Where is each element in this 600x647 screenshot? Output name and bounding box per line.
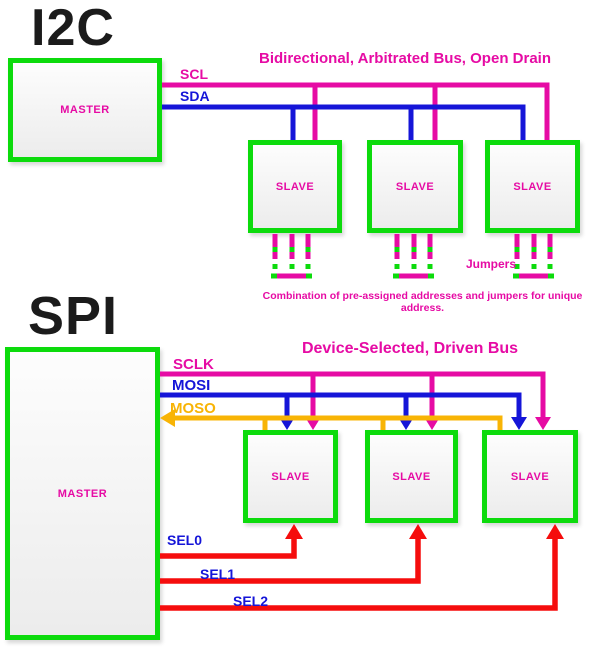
spi-master-box: MASTER: [5, 347, 160, 640]
mosi-arrowhead-3: [511, 417, 527, 430]
spi-slave1-label: SLAVE: [271, 470, 310, 483]
i2c-master-label: MASTER: [60, 104, 110, 116]
spi-section-title: SPI: [28, 286, 119, 346]
sel2-arrowhead: [546, 524, 564, 539]
spi-slave2-label: SLAVE: [392, 470, 431, 483]
sda-line-label: SDA: [180, 88, 210, 104]
i2c-slave1-box: SLAVE: [248, 140, 342, 233]
jumpers-annotation: Jumpers: [466, 257, 517, 271]
i2c-slave1-label: SLAVE: [275, 180, 315, 193]
sclk-arrowhead-2: [424, 417, 440, 430]
spi-slave1-box: SLAVE: [243, 430, 338, 523]
sel0-line-label: SEL0: [167, 532, 203, 548]
i2c-slave2-label: SLAVE: [395, 180, 435, 193]
sel1-arrowhead: [409, 524, 427, 539]
i2c-address-caption: Combination of pre-assigned addresses an…: [262, 290, 583, 314]
i2c-slave3-box: SLAVE: [485, 140, 580, 233]
mosi-arrowhead-1: [279, 417, 295, 430]
i2c-scl-wire: [162, 82, 550, 140]
sel2-line-label: SEL2: [233, 593, 269, 609]
moso-line-label: MOSO: [170, 400, 216, 417]
i2c-master-box: MASTER: [8, 58, 162, 162]
spi-sclk-wire: [160, 371, 551, 430]
sel1-line-label: SEL1: [200, 566, 236, 582]
mosi-arrowhead-2: [398, 417, 414, 430]
scl-line-label: SCL: [180, 66, 208, 82]
spi-slave2-box: SLAVE: [365, 430, 458, 523]
spi-slave3-box: SLAVE: [482, 430, 578, 523]
sclk-arrowhead-1: [305, 417, 321, 430]
spi-slave3-label: SLAVE: [510, 470, 550, 483]
i2c-section-title: I2C: [31, 0, 115, 57]
sel0-arrowhead: [285, 524, 303, 539]
i2c-bus-heading: Bidirectional, Arbitrated Bus, Open Drai…: [259, 50, 551, 67]
mosi-line-label: MOSI: [172, 377, 211, 394]
i2c-slave2-box: SLAVE: [367, 140, 463, 233]
sclk-arrowhead-3: [535, 417, 551, 430]
spi-master-label: MASTER: [57, 487, 108, 500]
i2c-slave3-label: SLAVE: [513, 180, 552, 193]
sclk-line-label: SCLK: [173, 356, 214, 373]
i2c-sda-wire: [162, 104, 526, 140]
spi-bus-heading: Device-Selected, Driven Bus: [301, 340, 519, 357]
